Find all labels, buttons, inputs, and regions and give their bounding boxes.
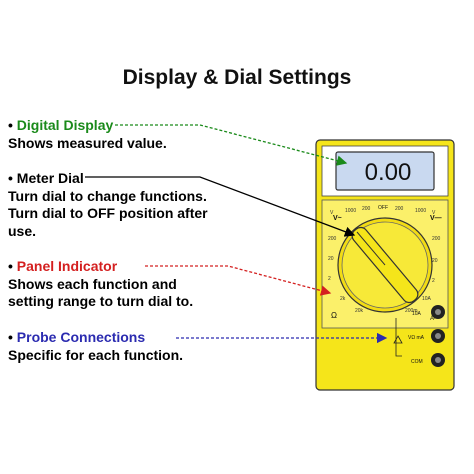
dial-label-off: OFF bbox=[378, 205, 388, 211]
callout-probe-connections: • Probe Connections Specific for each fu… bbox=[8, 329, 183, 364]
callout-text: Shows measured value. bbox=[8, 134, 167, 151]
warning-bracket bbox=[395, 318, 402, 357]
svg-text:200: 200 bbox=[395, 206, 404, 212]
svg-text:200: 200 bbox=[328, 236, 337, 242]
svg-text:20k: 20k bbox=[355, 308, 364, 314]
svg-text:1000: 1000 bbox=[415, 208, 426, 214]
svg-text:200: 200 bbox=[362, 206, 371, 212]
svg-text:V: V bbox=[432, 210, 436, 216]
warning-triangle-icon bbox=[393, 335, 403, 344]
lcd-reading: 0.00 bbox=[365, 159, 412, 186]
dial-label-adc: A— bbox=[430, 316, 440, 322]
callout-heading: Meter Dial bbox=[16, 170, 84, 186]
leader-line-panel bbox=[145, 265, 332, 296]
svg-text:2k: 2k bbox=[340, 296, 346, 302]
port-label-10a: 10A bbox=[412, 311, 422, 317]
svg-text:2: 2 bbox=[328, 276, 331, 282]
svg-text:200m: 200m bbox=[405, 308, 418, 314]
callout-text: Specific for each function. bbox=[8, 346, 184, 363]
callout-digital-display: • Digital Display Shows measured value. bbox=[8, 117, 167, 152]
svg-text:200: 200 bbox=[432, 236, 441, 242]
callout-meter-dial: • Meter Dial Turn dial to change functio… bbox=[8, 170, 208, 240]
svg-text:V: V bbox=[330, 210, 334, 216]
callout-heading: Panel Indicator bbox=[16, 258, 118, 274]
dial-label-vdc: V— bbox=[430, 215, 442, 222]
callout-text: setting range to turn dial to. bbox=[8, 293, 194, 309]
leader-line-display bbox=[115, 124, 348, 166]
port-label-com: COM bbox=[411, 359, 423, 365]
callout-text: Turn dial to OFF position after bbox=[8, 205, 208, 221]
dial-label-ohm: Ω bbox=[331, 311, 337, 320]
svg-text:2: 2 bbox=[432, 278, 435, 284]
probe-jack-icon[interactable] bbox=[431, 305, 445, 367]
callout-heading: Digital Display bbox=[16, 117, 114, 133]
callout-text: Turn dial to change functions. bbox=[8, 187, 207, 204]
svg-text:10A: 10A bbox=[422, 296, 432, 302]
callout-heading: Probe Connections bbox=[16, 329, 146, 345]
multimeter-icon: 0.00 V 1000 200 200 1000 V 200 20 2 200 20 2 2k 2… bbox=[315, 139, 455, 391]
page-title: Display & Dial Settings bbox=[122, 66, 352, 89]
callout-text: use. bbox=[8, 222, 37, 239]
leader-line-dial bbox=[85, 176, 356, 237]
rotary-dial-icon[interactable] bbox=[337, 217, 433, 313]
callout-text: Shows each function and bbox=[8, 275, 177, 292]
bullet: • bbox=[8, 170, 13, 186]
bullet: • bbox=[8, 258, 13, 274]
port-label-vohm: VΩ mA bbox=[408, 335, 425, 341]
callout-panel-indicator: • Panel Indicator Shows each function an… bbox=[8, 258, 193, 311]
svg-text:20: 20 bbox=[328, 256, 334, 262]
dial-label-vac: V~ bbox=[333, 215, 342, 222]
lcd-screen bbox=[335, 151, 435, 191]
range-indicator-ticks: V 1000 200 200 1000 V 200 20 2 200 20 2 2k 20k 200… bbox=[328, 206, 441, 314]
svg-text:1000: 1000 bbox=[345, 208, 356, 214]
bullet: • bbox=[8, 117, 13, 133]
svg-text:20: 20 bbox=[432, 258, 438, 264]
bullet: • bbox=[8, 329, 13, 345]
